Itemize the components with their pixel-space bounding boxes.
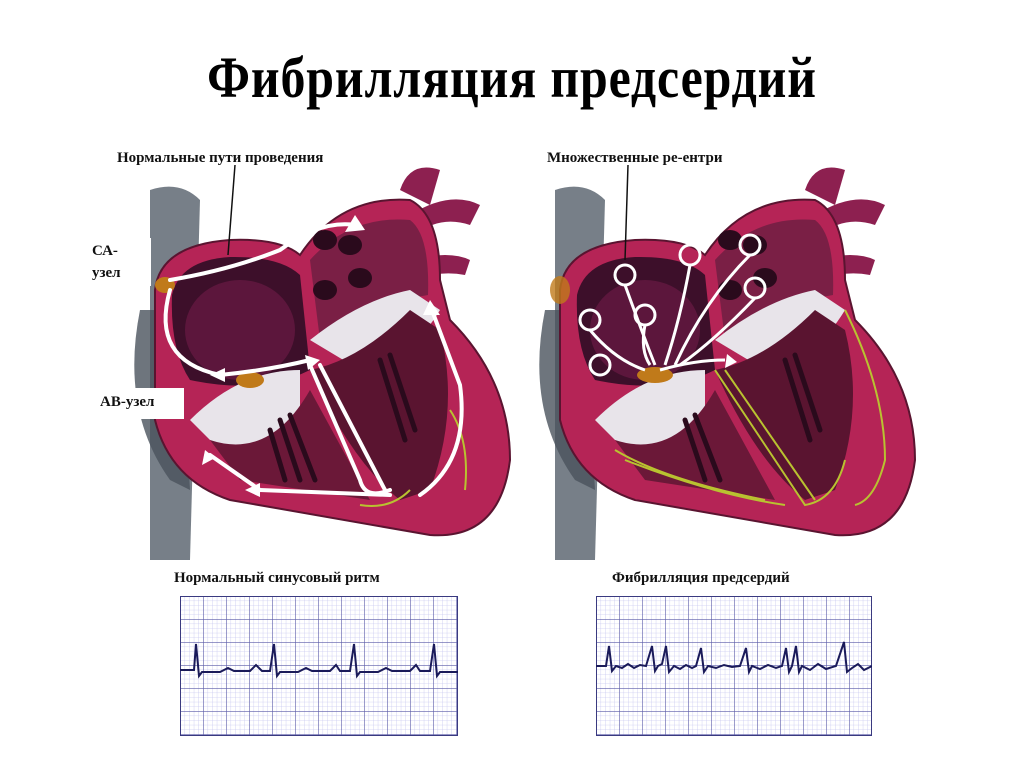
av-node-label: АВ-узел — [96, 388, 185, 419]
ecg-atrial-fibrillation — [596, 596, 872, 736]
normal-conduction-heart-diagram — [134, 164, 512, 560]
sa-node-label: СА- узел — [88, 238, 151, 286]
sa-node-label-line2: узел — [92, 265, 121, 281]
ecg-left-title: Нормальный синусовый ритм — [174, 570, 380, 586]
right-heading: Множественные ре-ентри — [547, 150, 723, 166]
ecg-right-title: Фибрилляция предсердий — [612, 570, 790, 586]
ecg-normal-sinus-rhythm — [180, 596, 458, 736]
reentry-heart-diagram — [539, 164, 917, 560]
left-heading: Нормальные пути проведения — [117, 150, 324, 166]
sa-node-label-line1: СА- — [92, 243, 118, 259]
slide-title: Фибрилляция предсердий — [207, 45, 817, 110]
